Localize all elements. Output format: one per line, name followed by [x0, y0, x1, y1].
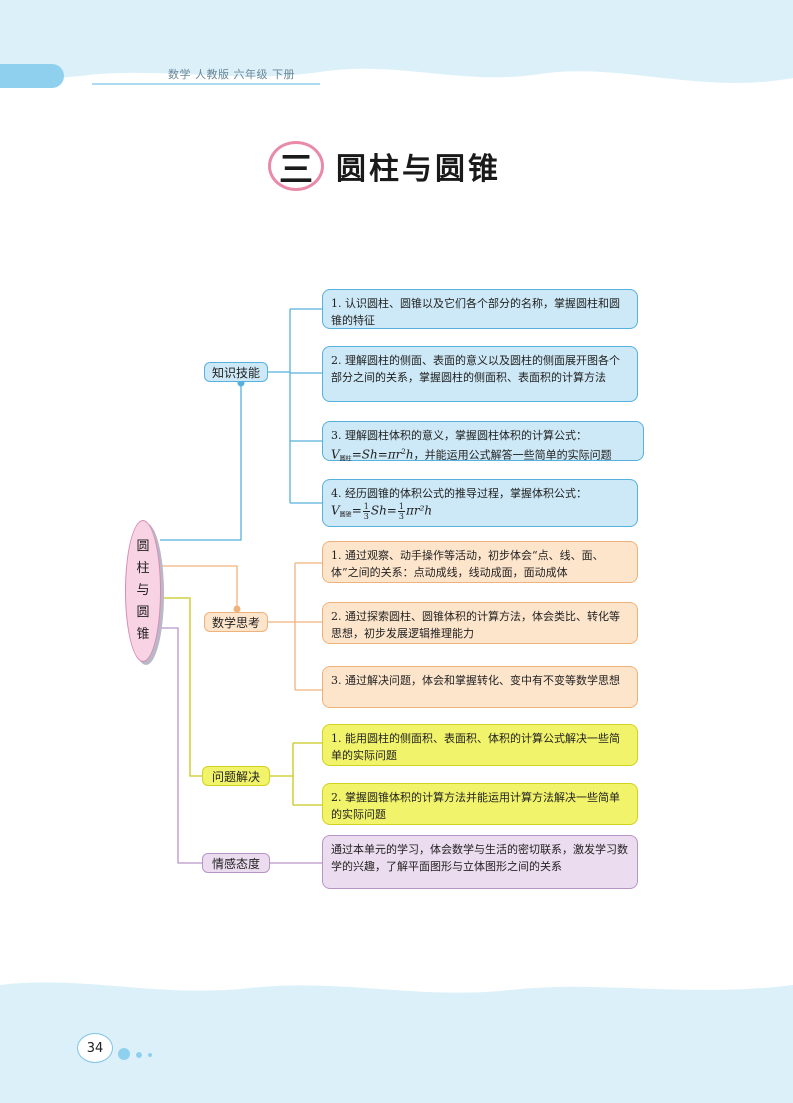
chapter-title-text: 圆柱与圆锥	[336, 152, 501, 187]
mindmap-root: 圆 柱 与 圆 锥	[125, 520, 161, 662]
knowledge-item-3-text: 3. 理解圆柱体积的意义，掌握圆柱体积的计算公式：	[331, 429, 587, 442]
page-dot-2	[136, 1052, 142, 1058]
page-number: 34	[77, 1033, 113, 1063]
branch-label-knowledge: 知识技能	[204, 362, 268, 382]
branch-label-problem: 问题解决	[202, 766, 270, 786]
bottom-wave-band	[0, 982, 793, 1103]
knowledge-item-4-text: 4. 经历圆锥的体积公式的推导过程，掌握体积公式：	[331, 487, 587, 500]
problem-item-1: 1. 能用圆柱的侧面积、表面积、体积的计算公式解决一些简单的实际问题	[322, 724, 638, 766]
root-char: 圆	[136, 539, 150, 554]
root-char: 锥	[136, 627, 150, 642]
page-dot-1	[118, 1048, 130, 1060]
thinking-item-1: 1. 通过观察、动手操作等活动，初步体会“点、线、面、体”之间的关系：点动成线，…	[322, 541, 638, 583]
root-char: 与	[136, 583, 150, 598]
knowledge-item-3: 3. 理解圆柱体积的意义，掌握圆柱体积的计算公式： V圆柱=Sh=πr2h，并能…	[322, 421, 644, 463]
thinking-item-3: 3. 通过解决问题，体会和掌握转化、变中有不变等数学思想	[322, 666, 638, 708]
header-text: 数学 人教版 六年级 下册	[168, 68, 295, 81]
thinking-item-2: 2. 通过探索圆柱、圆锥体积的计算方法，体会类比、转化等思想，初步发展逻辑推理能…	[322, 602, 638, 644]
branch-label-attitude: 情感态度	[202, 853, 270, 873]
knowledge-item-2: 2. 理解圆柱的侧面、表面的意义以及圆柱的侧面展开图各个部分之间的关系，掌握圆柱…	[322, 346, 638, 402]
cylinder-volume-formula: V圆柱=Sh=πr2h，并能运用公式解答一些简单的实际问题	[331, 447, 612, 463]
knowledge-item-1: 1. 认识圆柱、圆锥以及它们各个部分的名称，掌握圆柱和圆锥的特征	[322, 289, 638, 329]
branch-label-thinking: 数学思考	[204, 612, 268, 632]
root-char: 柱	[136, 561, 150, 576]
top-wave-band	[0, 0, 793, 83]
attitude-item-1: 通过本单元的学习，体会数学与生活的密切联系，激发学习数学的兴趣，了解平面图形与立…	[322, 835, 638, 889]
root-char: 圆	[136, 605, 150, 620]
chapter-title: 三 圆柱与圆锥	[268, 136, 501, 196]
page-dot-3	[148, 1053, 152, 1057]
problem-item-2: 2. 掌握圆锥体积的计算方法并能运用计算方法解决一些简单的实际问题	[322, 783, 638, 825]
chapter-number-badge: 三	[268, 141, 324, 191]
